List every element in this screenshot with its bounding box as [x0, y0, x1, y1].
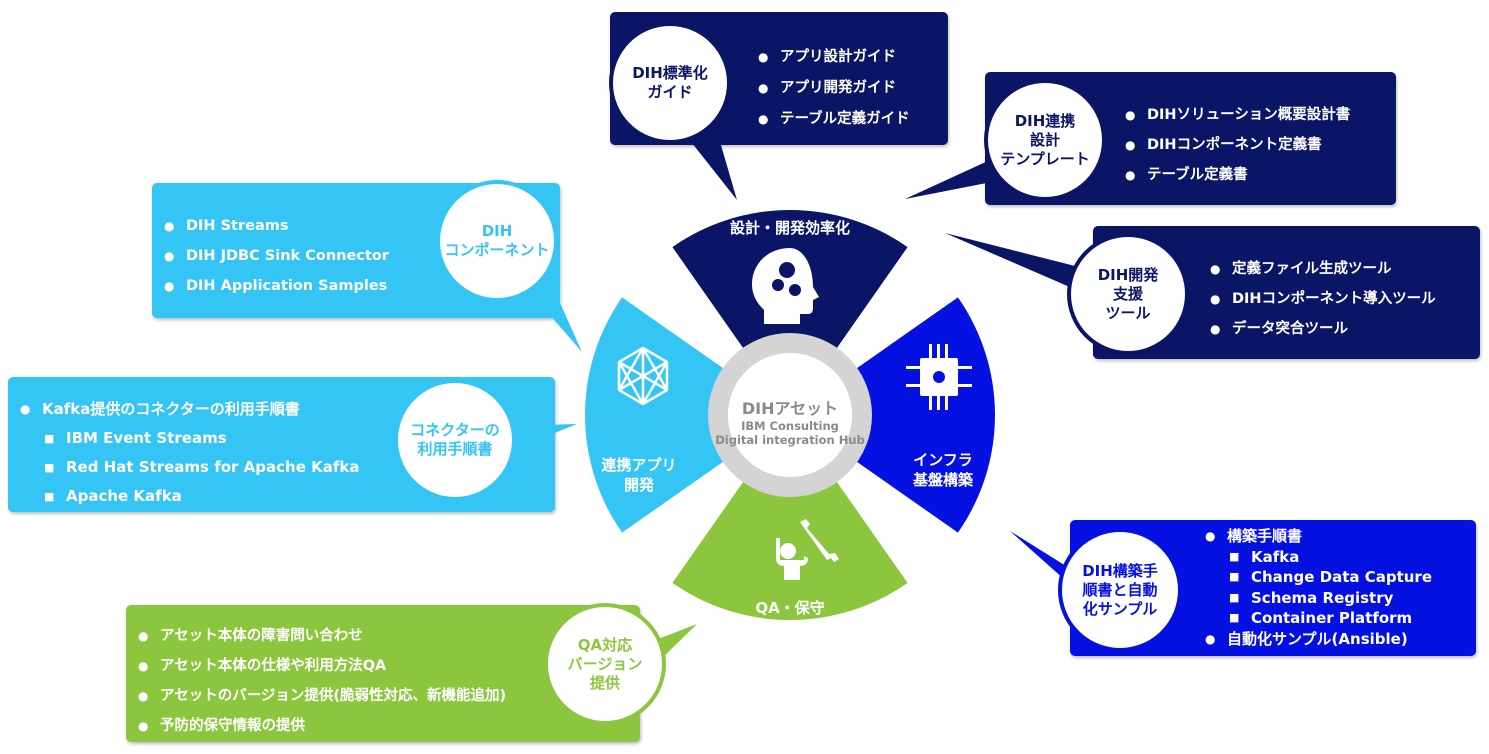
list-item: 自動化サンプル(Ansible) — [1205, 629, 1432, 650]
list-item: データ突合ツール — [1210, 314, 1436, 344]
person-wrench-icon — [776, 519, 839, 580]
sector-label-infra: インフラ 基盤構築 — [912, 451, 974, 489]
tail-components — [528, 276, 582, 352]
title-text: コネクターの 利用手順書 — [410, 421, 500, 458]
callout-title-design-template: DIH連携 設計 テンプレート — [984, 79, 1106, 201]
center-title: DIHアセット — [741, 399, 839, 418]
title-text: QA対応 バージョン 提供 — [567, 635, 643, 692]
list-item: DIHコンポーネント定義書 — [1125, 130, 1350, 160]
tail-dev-tools — [945, 233, 1075, 288]
list-item: 予防的保守情報の提供 — [138, 711, 506, 741]
callout-standard-guide: アプリ設計ガイド アプリ開発ガイド テーブル定義ガイド — [610, 12, 948, 145]
center-label: DIHアセット IBM Consulting Digital integrati… — [715, 395, 865, 447]
sub-list-item: IBM Event Streams — [20, 424, 359, 453]
tail-standard-guide — [688, 128, 737, 200]
list-item: 構築手順書 — [1205, 526, 1432, 547]
sub-list-item: Red Hat Streams for Apache Kafka — [20, 453, 359, 482]
callout-title-connector: コネクターの 利用手順書 — [394, 379, 516, 501]
center-disc — [728, 353, 852, 477]
list-item: Kafka提供のコネクターの利用手順書 — [20, 395, 359, 424]
list-item: テーブル定義ガイド — [758, 104, 910, 135]
list-item: アセット本体の仕様や利用方法QA — [138, 651, 506, 681]
sub-list-item: Container Platform — [1205, 608, 1432, 629]
title-text: DIH構築手 順書と自動 化サンプル — [1082, 561, 1158, 618]
list-item: DIHソリューション概要設計書 — [1125, 100, 1350, 130]
callout-title-build-procedures: DIH構築手 順書と自動 化サンプル — [1058, 528, 1182, 652]
tail-build — [1010, 531, 1074, 588]
title-text: DIH開発 支援 ツール — [1097, 265, 1159, 322]
head-gears-icon — [752, 248, 819, 324]
callout-title-dev-tools: DIH開発 支援 ツール — [1067, 233, 1189, 355]
sector-infra — [847, 297, 995, 533]
sub-list-item: Schema Registry — [1205, 588, 1432, 609]
center-ring — [708, 333, 872, 497]
title-text: DIH連携 設計 テンプレート — [1000, 111, 1090, 168]
tail-connector — [505, 424, 577, 452]
center-line2: Digital integration Hub — [715, 433, 865, 447]
sub-list-item: Change Data Capture — [1205, 567, 1432, 588]
tail-design-template — [905, 160, 1002, 199]
list-item: DIH Streams — [164, 211, 389, 241]
list-item: 定義ファイル生成ツール — [1210, 254, 1436, 284]
title-text: DIH標準化 ガイド — [632, 64, 708, 101]
callout-title-components: DIH コンポーネント — [436, 180, 558, 302]
sector-label-app: 連携アプリ 開発 — [601, 456, 677, 494]
list-item: DIH JDBC Sink Connector — [164, 241, 389, 271]
callout-title-qa-support: QA対応 バージョン 提供 — [544, 603, 666, 725]
list-item: アプリ開発ガイド — [758, 73, 910, 104]
sector-label-design: 設計・開発効率化 — [729, 219, 851, 237]
sub-list-item: Apache Kafka — [20, 482, 359, 511]
title-text: DIH コンポーネント — [444, 222, 550, 259]
list-item: DIH Application Samples — [164, 271, 389, 301]
callout-title-standard-guide: DIH標準化 ガイド — [609, 22, 731, 144]
list-item: DIHコンポーネント導入ツール — [1210, 284, 1436, 314]
list-item: アプリ設計ガイド — [758, 42, 910, 73]
network-icon — [617, 346, 669, 406]
sector-label-qa: QA・保守 — [755, 599, 825, 617]
sector-app — [585, 297, 733, 533]
center-line1: IBM Consulting — [741, 419, 839, 433]
list-item: テーブル定義書 — [1125, 160, 1350, 190]
list-item: アセットのバージョン提供(脆弱性対応、新機能追加) — [138, 681, 506, 711]
chip-icon — [906, 344, 972, 410]
sub-list-item: Kafka — [1205, 547, 1432, 568]
list-item: アセット本体の障害問い合わせ — [138, 621, 506, 651]
